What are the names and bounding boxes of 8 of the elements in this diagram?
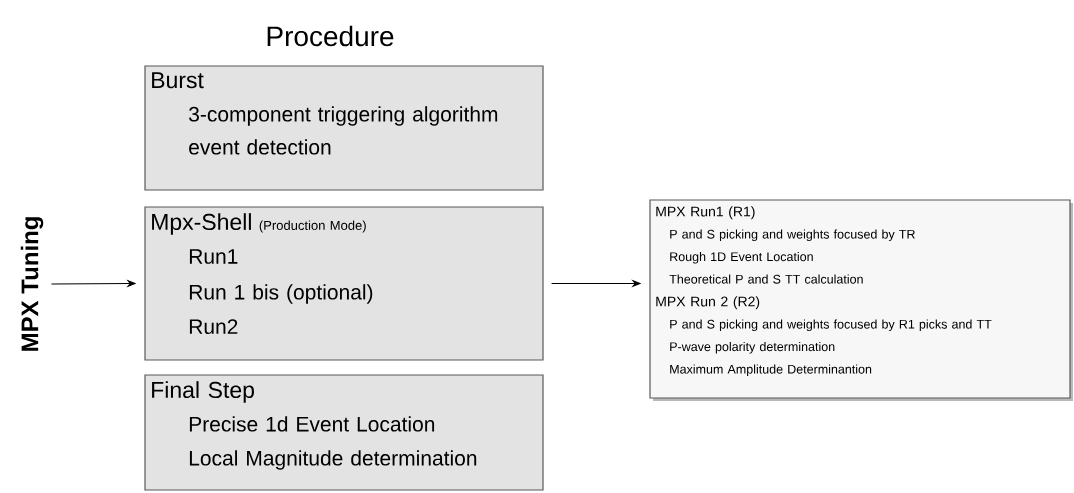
process-box: MPX Run1 (R1) P and S picking and weights focused by TR Rough 1D Event Location Theoretical P and S TT calculation MPX Run 2 (R2) P and S picking and weights focused by R1 picks and TT P-wave polarity determination Maximum Amplitude Determinantion: [649, 199, 1073, 401]
process-box: Burst 3-component triggering algorithm event detection: [144, 65, 544, 191]
arrow: [551, 280, 641, 287]
arrow: [50, 280, 136, 287]
process-box: Final Step Precise 1d Event Location Local Magnitude determination: [144, 374, 544, 491]
side-label: MPX Tuning: [20, 217, 44, 351]
title: Procedure: [267, 25, 394, 47]
process-box: Mpx-Shell (Production Mode) Run1 Run 1 bis (optional) Run2: [144, 206, 544, 361]
